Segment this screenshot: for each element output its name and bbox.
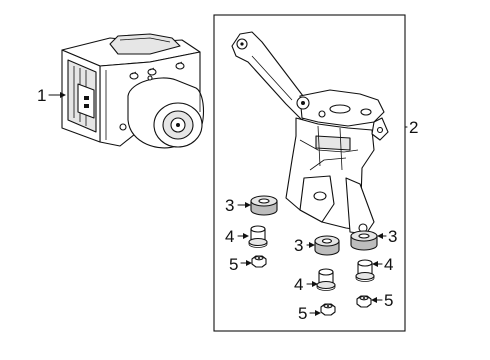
callout-4c: 4 [384,255,393,274]
callout-1: 1 [37,86,46,105]
nut-5a [251,255,267,268]
callout-5b: 5 [298,304,307,323]
callout-2: 2 [409,118,418,137]
bushing-4c [355,259,375,282]
bushing-4a [248,225,268,248]
callout-4b: 4 [294,275,303,294]
nut-5c [356,295,372,308]
callout-5c: 5 [384,291,393,310]
nut-5b [320,303,336,316]
callout-5a: 5 [229,255,238,274]
bushing-4b [316,268,336,291]
grommet-3b [314,235,340,256]
callout-3b: 3 [294,236,303,255]
callout-4a: 4 [225,227,234,246]
grommet-3a [250,195,278,216]
callout-3a: 3 [225,196,234,215]
leader-lines [48,92,408,316]
modulator-bracket [231,31,389,235]
grommet-3c [350,230,378,251]
bracket-group-frame [213,14,406,332]
abs-modulator-assembly [61,33,205,149]
callout-3c: 3 [388,227,397,246]
